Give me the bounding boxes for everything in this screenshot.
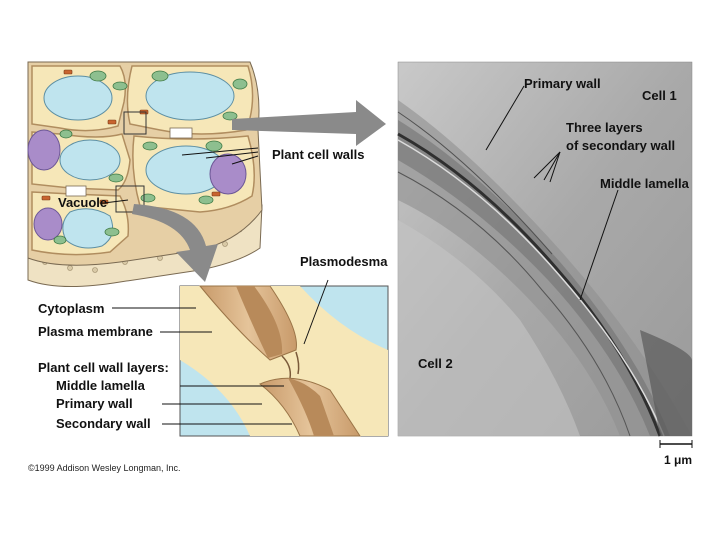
label-three-layers-line1: Three layers	[566, 120, 643, 135]
label-middle-lamella: Middle lamella	[56, 378, 146, 393]
label-primary-wall: Primary wall	[56, 396, 133, 411]
label-cell1: Cell 1	[642, 88, 677, 103]
label-cell2: Cell 2	[418, 356, 453, 371]
plant-tissue-illustration	[28, 62, 262, 287]
label-middle-lamella-top: Middle lamella	[600, 176, 690, 191]
label-primary-wall-top: Primary wall	[524, 76, 601, 91]
label-vacuole: Vacuole	[58, 195, 107, 210]
label-secondary-wall: Secondary wall	[56, 416, 151, 431]
electron-micrograph	[398, 62, 692, 448]
cell-wall-detail	[180, 286, 388, 436]
label-three-layers-line2: of secondary wall	[566, 138, 675, 153]
label-plasmodesma: Plasmodesma	[300, 254, 388, 269]
label-scale: 1 μm	[664, 453, 692, 467]
label-plasma-membrane: Plasma membrane	[38, 324, 153, 339]
copyright-notice: ©1999 Addison Wesley Longman, Inc.	[28, 463, 181, 473]
label-plant-cell-walls: Plant cell walls	[272, 147, 365, 162]
label-cytoplasm: Cytoplasm	[38, 301, 104, 316]
label-wall-layers-title: Plant cell wall layers:	[38, 360, 169, 375]
